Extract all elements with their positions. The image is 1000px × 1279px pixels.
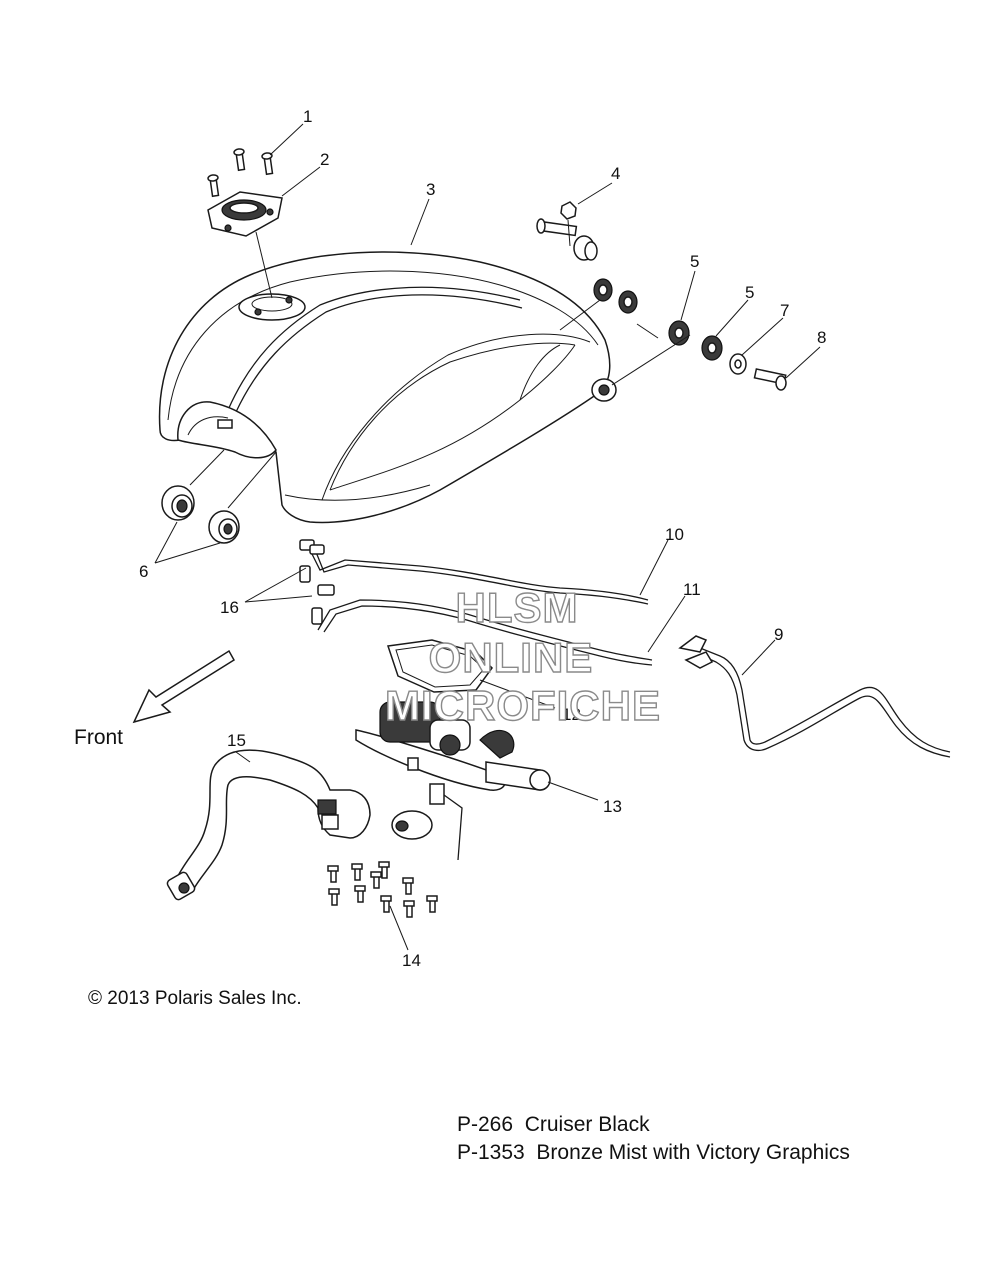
watermark-line-3: MICROFICHE xyxy=(385,682,661,729)
callout-8: 8 xyxy=(817,328,826,347)
callout-13: 13 xyxy=(603,797,622,816)
grommets xyxy=(161,485,240,544)
fuel-tank xyxy=(158,251,617,524)
callout-9: 9 xyxy=(774,625,783,644)
callout-14: 14 xyxy=(402,951,421,970)
fuel-cap xyxy=(207,191,283,237)
screws-14 xyxy=(327,861,438,918)
gasket xyxy=(387,639,493,693)
paint-code-legend: P-266 Cruiser Black P-1353 Bronze Mist w… xyxy=(457,1111,850,1167)
callout-5a: 5 xyxy=(690,252,699,271)
callout-15: 15 xyxy=(227,731,246,750)
callout-12: 12 xyxy=(562,705,581,724)
watermark-line-2: ONLINE xyxy=(429,634,594,681)
leader-lines xyxy=(154,123,821,951)
fuel-pump xyxy=(355,701,551,861)
paint-code: P-266 xyxy=(457,1113,514,1136)
callout-5b: 5 xyxy=(745,283,754,302)
callout-1: 1 xyxy=(303,107,312,126)
callout-4: 4 xyxy=(611,164,620,183)
callout-6: 6 xyxy=(139,562,148,581)
front-label: Front xyxy=(74,726,123,749)
screws-1 xyxy=(207,148,274,198)
paint-code: P-1353 xyxy=(457,1141,525,1164)
callout-2: 2 xyxy=(320,150,329,169)
callout-10: 10 xyxy=(665,525,684,544)
fuel-hose xyxy=(166,749,371,901)
watermark-line-1: HLSM xyxy=(456,584,579,631)
front-arrow: Front xyxy=(74,649,236,749)
callout-16: 16 xyxy=(220,598,239,617)
vent-hoses xyxy=(299,539,653,666)
mount-hardware xyxy=(536,201,787,391)
fuel-line xyxy=(678,635,951,758)
paint-description: Bronze Mist with Victory Graphics xyxy=(536,1141,850,1164)
callout-11: 11 xyxy=(683,580,701,599)
callout-3: 3 xyxy=(426,180,435,199)
copyright-notice: © 2013 Polaris Sales Inc. xyxy=(88,988,302,1009)
paint-description: Cruiser Black xyxy=(524,1113,650,1136)
watermark: HLSM ONLINE MICROFICHE xyxy=(384,583,661,729)
callout-7: 7 xyxy=(780,301,789,320)
paint-code-row: P-266 Cruiser Black xyxy=(457,1111,850,1139)
callouts: 1 2 3 4 5 5 6 7 8 9 10 11 12 13 14 15 16 xyxy=(139,107,826,970)
paint-code-row: P-1353 Bronze Mist with Victory Graphics xyxy=(457,1139,850,1167)
